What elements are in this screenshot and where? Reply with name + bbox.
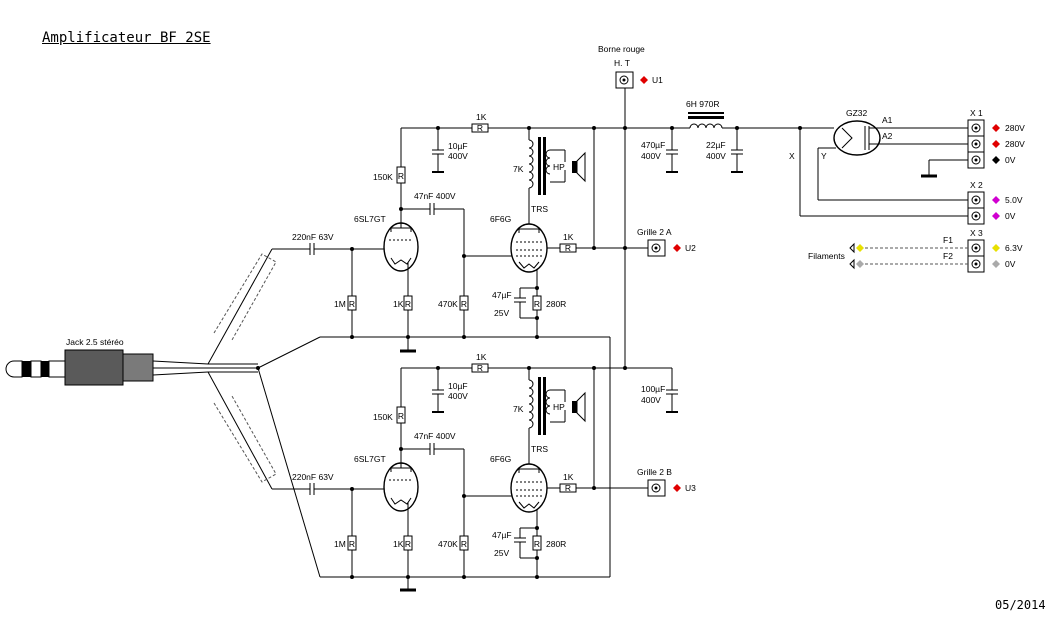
pin-a1: A1 (882, 115, 893, 125)
grid-res-a: 1M (334, 299, 346, 309)
primary-a: 7K (513, 164, 524, 174)
svg-text:R: R (477, 123, 483, 133)
cathode-cap-b: 47µF (492, 530, 512, 540)
cathode-res-b: 280R (546, 539, 566, 549)
output-tube-a: 6F6G (490, 214, 511, 224)
driver-cathode-res-b: 1K (393, 539, 404, 549)
cap-22-v: 400V (706, 151, 726, 161)
svg-text:R: R (477, 363, 483, 373)
power-supply: Borne rouge H. T U1 6H 970R 470µF 400V 2… (598, 44, 968, 413)
output-grid-res-a: 470K (438, 299, 458, 309)
x1-pin2-marker (992, 140, 1000, 148)
f1-label: F1 (943, 235, 953, 245)
transformer-a: TRS (531, 204, 548, 214)
ht-marker: U1 (652, 75, 663, 85)
cap-100: 100µF (641, 384, 665, 394)
decoup-res-a: 1K (476, 112, 487, 122)
transformer-b: TRS (531, 444, 548, 454)
speaker-a: HP (553, 162, 565, 172)
x1-pin2: 280V (1005, 139, 1025, 149)
g2-res-b: 1K (563, 472, 574, 482)
output-tube-b: 6F6G (490, 454, 511, 464)
driver-tube-a: 6SL7GT (354, 214, 386, 224)
page-title: Amplificateur BF 2SE (42, 30, 211, 46)
driver-load-res-b: 150K (373, 412, 393, 422)
connector-x1: X 1 280V 280V 0V (967, 108, 1025, 169)
g2-label-a: Grille 2 A (637, 227, 672, 237)
filaments-label: Filaments (808, 251, 845, 261)
cap-100-v: 400V (641, 395, 661, 405)
cap-470-v: 400V (641, 151, 661, 161)
channel-b: 220nF 63V R 1M 6SL7GT R 1K R 150K (272, 352, 696, 592)
pin-a2: A2 (882, 131, 893, 141)
channel-a: 220nF 63V R 1M 6SL7GT R 1K R 150K (272, 112, 696, 368)
g2-label-b: Grille 2 B (637, 467, 672, 477)
coupling-cap-b: 47nF 400V (414, 431, 456, 441)
x2-pin1: 5.0V (1005, 195, 1023, 205)
input-cap-b: 220nF 63V (292, 472, 334, 482)
x3-label: X 3 (970, 228, 983, 238)
x1-pin1: 280V (1005, 123, 1025, 133)
jack-label: Jack 2.5 stéréo (66, 337, 124, 347)
svg-text:R: R (405, 299, 411, 309)
decoup-cap-a: 10µF (448, 141, 468, 151)
choke-label: 6H 970R (686, 99, 720, 109)
primary-b: 7K (513, 404, 524, 414)
svg-text:R: R (405, 539, 411, 549)
svg-text:R: R (534, 299, 540, 309)
x3-pin1: 6.3V (1005, 243, 1023, 253)
node-y: Y (821, 151, 827, 161)
rectifier-tube: GZ32 (846, 108, 868, 118)
f2-label: F2 (943, 251, 953, 261)
driver-load-res-a: 150K (373, 172, 393, 182)
x2-pin2: 0V (1005, 211, 1016, 221)
node-x: X (789, 151, 795, 161)
x2-label: X 2 (970, 180, 983, 190)
svg-text:R: R (398, 411, 404, 421)
cathode-cap-v-a: 25V (494, 308, 509, 318)
g2-res-a: 1K (563, 232, 574, 242)
cap-470: 470µF (641, 140, 665, 150)
x3-pin2: 0V (1005, 259, 1016, 269)
x1-pin3: 0V (1005, 155, 1016, 165)
ht-terminal: Borne rouge (598, 44, 645, 54)
cathode-cap-v-b: 25V (494, 548, 509, 558)
x1-pin1-marker (992, 124, 1000, 132)
date-stamp: 05/2014 (995, 598, 1046, 612)
svg-text:R: R (461, 299, 467, 309)
svg-text:R: R (398, 171, 404, 181)
grid-res-b: 1M (334, 539, 346, 549)
input-cap-a: 220nF 63V (292, 232, 334, 242)
x1-pin3-marker (992, 156, 1000, 164)
svg-text:R: R (349, 539, 355, 549)
x1-label: X 1 (970, 108, 983, 118)
connector-x3: X 3 6.3V 0V F1 F2 Filaments (808, 228, 1023, 273)
stereo-jack (5, 349, 154, 386)
cap-22: 22µF (706, 140, 726, 150)
driver-cathode-res-a: 1K (393, 299, 404, 309)
decoup-cap-v-b: 400V (448, 391, 468, 401)
svg-text:R: R (565, 243, 571, 253)
g2-marker-b: U3 (685, 483, 696, 493)
cathode-cap-a: 47µF (492, 290, 512, 300)
output-grid-res-b: 470K (438, 539, 458, 549)
cathode-res-a: 280R (546, 299, 566, 309)
coupling-cap-a: 47nF 400V (414, 191, 456, 201)
speaker-b: HP (553, 402, 565, 412)
decoup-cap-v-a: 400V (448, 151, 468, 161)
ht-label: H. T (614, 58, 630, 68)
decoup-cap-b: 10µF (448, 381, 468, 391)
svg-text:R: R (461, 539, 467, 549)
g2-marker-a: U2 (685, 243, 696, 253)
svg-text:R: R (349, 299, 355, 309)
decoup-res-b: 1K (476, 352, 487, 362)
svg-text:R: R (565, 483, 571, 493)
driver-tube-b: 6SL7GT (354, 454, 386, 464)
connector-x2: X 2 5.0V 0V (967, 180, 1023, 225)
svg-text:R: R (534, 539, 540, 549)
